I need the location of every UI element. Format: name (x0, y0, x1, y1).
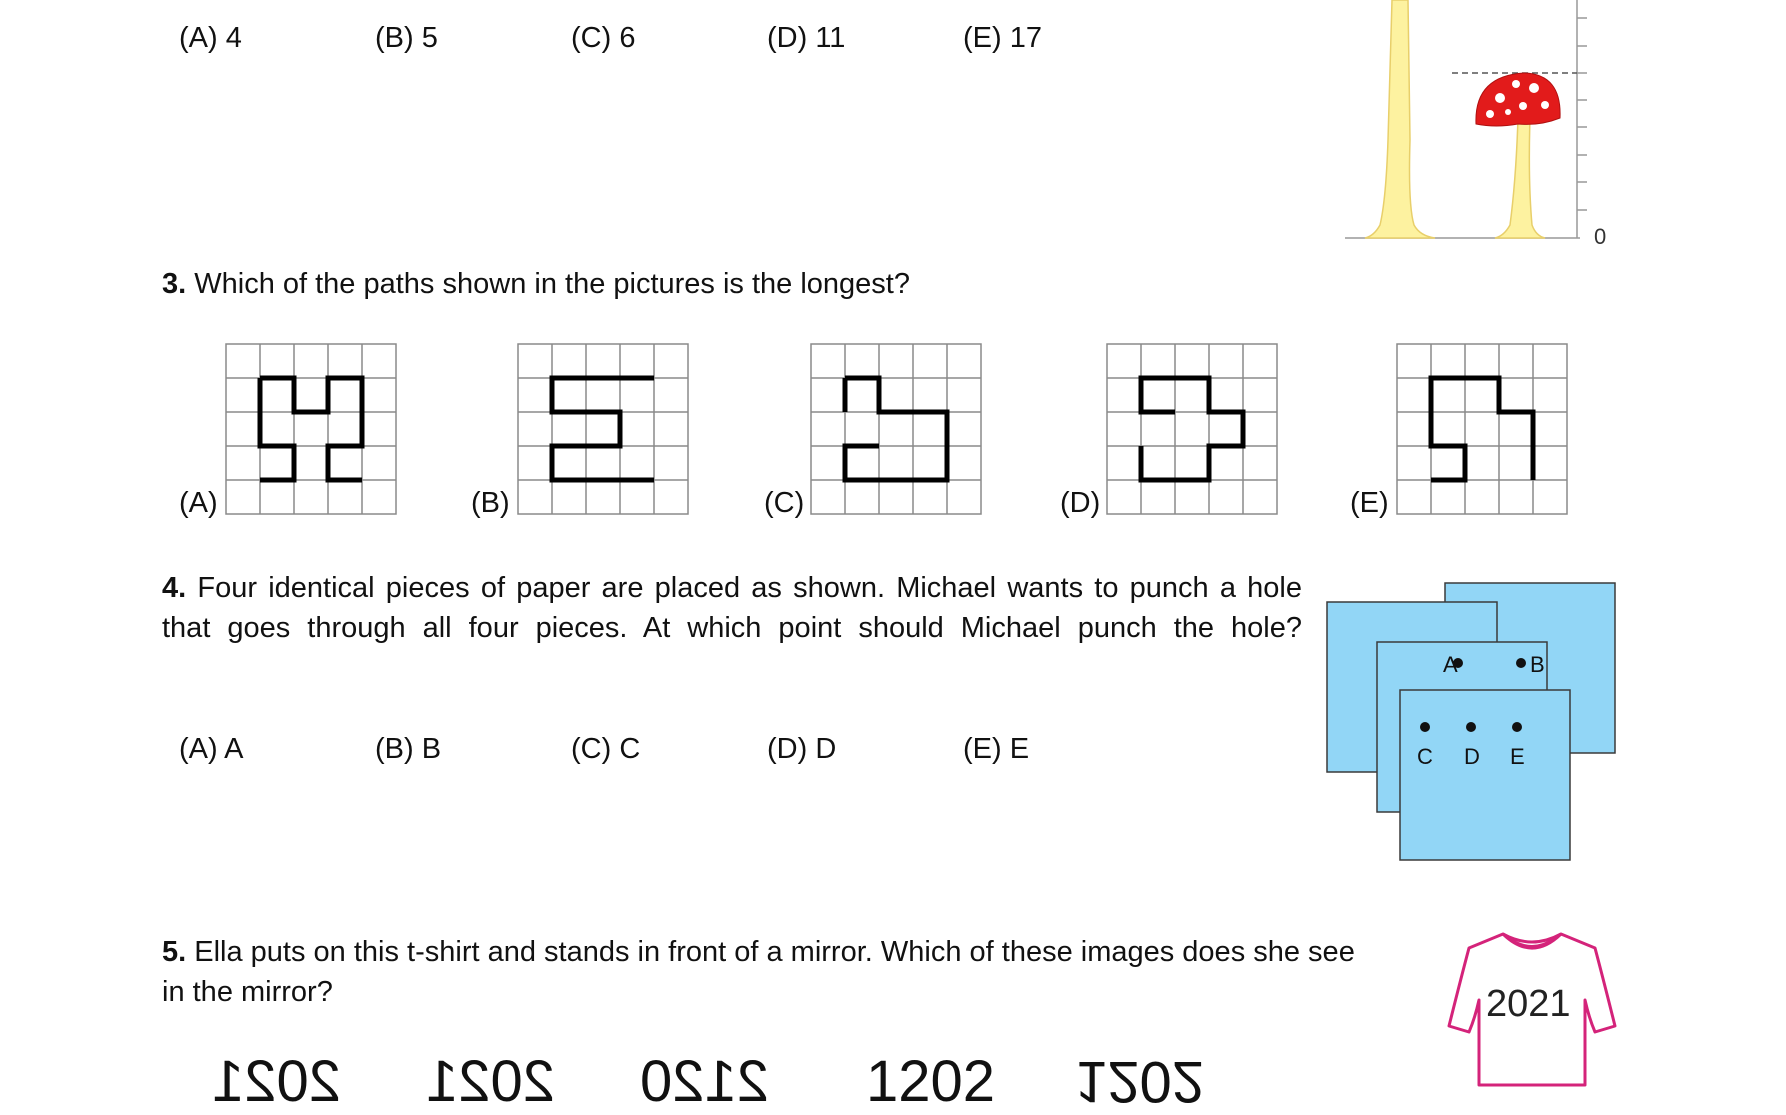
mirror-option-a[interactable]: 2021 (212, 1048, 341, 1115)
q2-option-c[interactable]: (C) 6 (571, 22, 636, 54)
q3-grid-b (517, 343, 689, 515)
mirror-option-c[interactable]: 2120 (640, 1048, 769, 1115)
q3-text: Which of the paths shown in the pictures… (194, 268, 910, 300)
q2-option-b[interactable]: (B) 5 (375, 22, 438, 54)
q3-number: 3. (162, 268, 187, 300)
mirror-option-a-text: 2021 (212, 1049, 342, 1114)
mirror-option-b-text: 2021 (426, 1049, 556, 1114)
mirror-option-e[interactable]: 1202 (1075, 1048, 1204, 1115)
q2-option-a[interactable]: (A) 4 (179, 22, 242, 54)
q3-grid-d (1106, 343, 1278, 515)
q2-option-d[interactable]: (D) 11 (767, 22, 846, 54)
q5-text-line2: in the mirror? (162, 976, 333, 1008)
q4-option-e[interactable]: (E) E (963, 733, 1030, 765)
q5-text-line1: Ella puts on this t-shirt and stands in … (194, 936, 1355, 968)
mirror-option-e-text: 1202 (1075, 1049, 1205, 1114)
q3-option-a[interactable]: (A) (179, 487, 218, 519)
point-e-label: E (1510, 744, 1525, 769)
q4-option-c[interactable]: (C) C (571, 733, 641, 765)
ruler-zero-label: 0 (1594, 224, 1607, 249)
q3-option-d[interactable]: (D) (1060, 487, 1101, 519)
point-a-label: A (1443, 652, 1458, 677)
q4-papers-figure (1326, 582, 1616, 861)
point-b-label: B (1530, 652, 1545, 677)
mirror-option-c-text: 2120 (640, 1049, 770, 1114)
q5-number: 5. (162, 936, 187, 968)
q4-option-d[interactable]: (D) D (767, 733, 837, 765)
mushroom-figure (1345, 0, 1587, 239)
q3-option-c[interactable]: (C) (764, 487, 805, 519)
q4-text-line1: Four identical pieces of paper are place… (197, 572, 1302, 604)
tshirt-text: 2021 (1486, 983, 1571, 1025)
q3-question: 3. Which of the paths shown in the pictu… (162, 264, 910, 304)
mirror-option-b[interactable]: 2021 (426, 1048, 555, 1115)
tshirt-icon (1447, 932, 1617, 1087)
q3-grid-a (225, 343, 397, 515)
point-d-label: D (1464, 744, 1480, 769)
q3-grid-c (810, 343, 982, 515)
q2-option-e[interactable]: (E) 17 (963, 22, 1042, 54)
q4-option-b[interactable]: (B) B (375, 733, 442, 765)
q4-option-a[interactable]: (A) A (179, 733, 244, 765)
q5-question: 5. Ella puts on this t-shirt and stands … (162, 932, 1422, 1012)
q3-option-b[interactable]: (B) (471, 487, 510, 519)
q3-option-e[interactable]: (E) (1350, 487, 1389, 519)
mirror-option-d-text: 1202 (866, 1049, 996, 1114)
q4-number: 4. (162, 572, 187, 604)
mirror-option-d[interactable]: 1202 (866, 1048, 995, 1115)
q3-grid-e (1396, 343, 1568, 515)
q4-text-line2: that goes through all four pieces. At wh… (162, 612, 1302, 644)
q4-question: 4. Four identical pieces of paper are pl… (162, 568, 1302, 648)
point-c-label: C (1417, 744, 1433, 769)
